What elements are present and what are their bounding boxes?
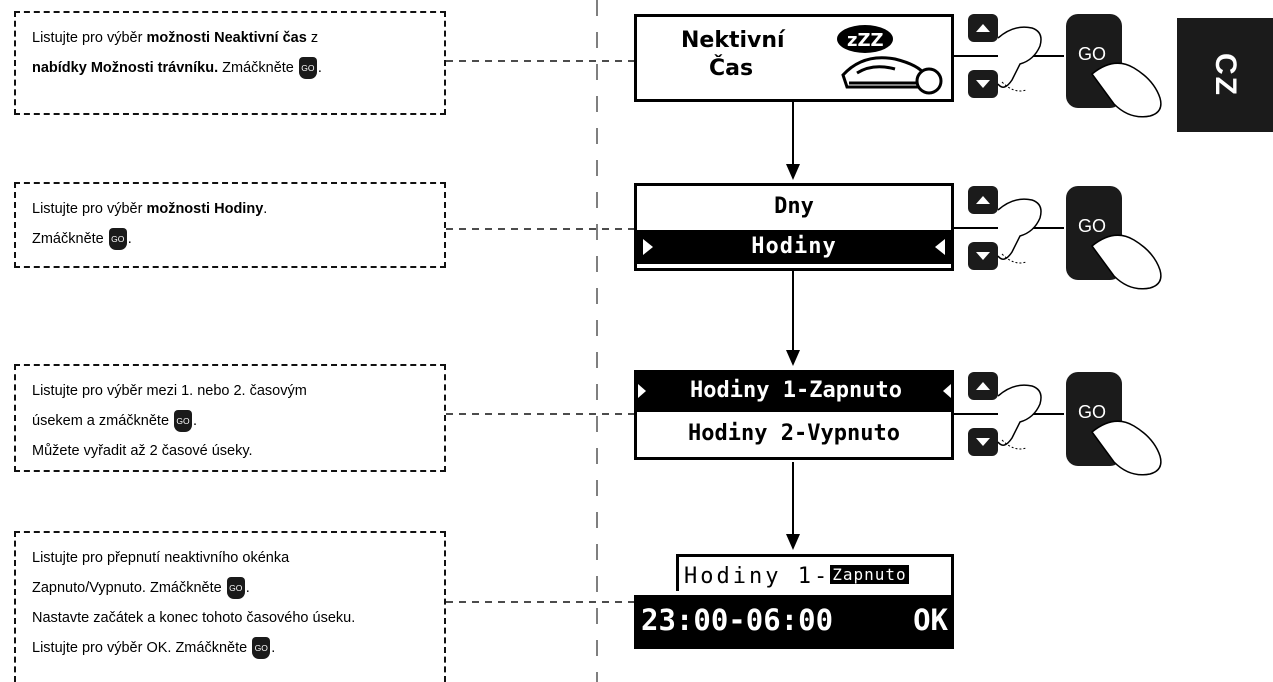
- left-selection-arrow-icon: [638, 384, 646, 398]
- go-button-icon: GO: [108, 228, 127, 251]
- step2-text-end: .: [263, 201, 268, 217]
- step4-period-a: .: [245, 580, 250, 596]
- step3-line2: úsekem a zmáčkněte: [32, 413, 174, 429]
- instruction-box-4: Listujte pro přepnutí neaktivního okénka…: [14, 531, 446, 682]
- zapnuto-toggle-selected: Zapnuto: [830, 565, 909, 584]
- time-range-value: 23:00-06:00: [641, 603, 834, 637]
- step1-bold-2: nabídky Možnosti trávníku.: [32, 60, 219, 76]
- go-key-label: GO: [1078, 402, 1106, 422]
- step1-press: Zmáčkněte: [218, 60, 298, 76]
- menu-item-hodiny-label: Hodiny: [751, 234, 837, 259]
- right-selection-arrow-icon: [935, 239, 945, 255]
- screen1-line2: Čas: [708, 56, 754, 81]
- screen-hour-slots: Hodiny 1-Zapnuto Hodiny 2-Vypnuto: [634, 370, 954, 460]
- step4-line4: Listujte pro výběr OK. Zmáčkněte: [32, 640, 252, 656]
- time-slot-label: Hodiny 1-: [684, 564, 831, 589]
- keypad-illustration-3: GO: [954, 372, 1162, 476]
- menu-item-dny: Dny: [774, 194, 814, 219]
- instruction-box-1: Listujte pro výběr možnosti Neaktivní ča…: [14, 11, 446, 115]
- go-key-label: GO: [1078, 216, 1106, 236]
- instruction-box-3: Listujte pro výběr mezi 1. nebo 2. časov…: [14, 364, 446, 472]
- step3-line1: Listujte pro výběr mezi 1. nebo 2. časov…: [32, 383, 307, 399]
- go-key-label: GO: [1078, 44, 1106, 64]
- go-button-icon: GO: [252, 637, 271, 660]
- step1-period: .: [317, 60, 322, 76]
- screen-inactive-time: Nektivní Čas zZZ: [634, 14, 954, 102]
- step4-line1: Listujte pro přepnutí neaktivního okénka: [32, 550, 290, 566]
- step2-bold: možnosti Hodiny: [146, 201, 264, 217]
- go-button-icon: GO: [226, 577, 245, 600]
- slot-1-label: Hodiny 1-Zapnuto: [690, 378, 902, 403]
- step1-text-end: z: [306, 30, 319, 46]
- step4-line3: Nastavte začátek a konec tohoto časového…: [32, 610, 356, 626]
- instruction-box-2: Listujte pro výběr možnosti Hodiny. Zmáč…: [14, 182, 446, 268]
- left-selection-arrow-icon: [643, 239, 653, 255]
- language-tab: CZ: [1177, 18, 1273, 132]
- keypad-illustration-1: GO: [954, 14, 1162, 118]
- sleeping-mower-icon: zZZ: [837, 25, 943, 95]
- menu-item-hodiny-selected: Hodiny: [637, 230, 951, 264]
- ok-option: OK: [913, 603, 948, 637]
- step2-text: Listujte pro výběr: [32, 201, 147, 217]
- slot-2-label: Hodiny 2-Vypnuto: [688, 421, 900, 446]
- screen1-line1: Nektivní: [681, 28, 785, 53]
- step1-text: Listujte pro výběr: [32, 30, 147, 46]
- step1-bold: možnosti Neaktivní čas: [146, 30, 307, 46]
- go-button-icon: GO: [174, 410, 193, 433]
- right-selection-arrow-icon: [943, 384, 951, 398]
- step3-line3: Můžete vyřadit až 2 časové úseky.: [32, 443, 253, 459]
- step2-period: .: [127, 231, 132, 247]
- step4-period-b: .: [271, 640, 276, 656]
- time-edit-header: [676, 554, 954, 591]
- step2-press: Zmáčkněte: [32, 231, 108, 247]
- time-range-row: 23:00-06:00 OK: [634, 595, 954, 646]
- language-tab-label: CZ: [1209, 53, 1242, 97]
- keypad-illustration-2: GO: [954, 186, 1162, 290]
- step4-line2: Zapnuto/Vypnuto. Zmáčkněte: [32, 580, 226, 596]
- time-edit-title: Hodiny 1-Zapnuto: [684, 559, 909, 593]
- screen-days-hours: Dny Hodiny: [634, 183, 954, 271]
- slot-1-selected: Hodiny 1-Zapnuto: [634, 370, 954, 412]
- step3-period: .: [193, 413, 198, 429]
- zzz-text: zZZ: [847, 30, 884, 51]
- go-button-icon: GO: [298, 57, 317, 80]
- screen-time-edit: Hodiny 1-Zapnuto 23:00-06:00 OK: [634, 554, 954, 649]
